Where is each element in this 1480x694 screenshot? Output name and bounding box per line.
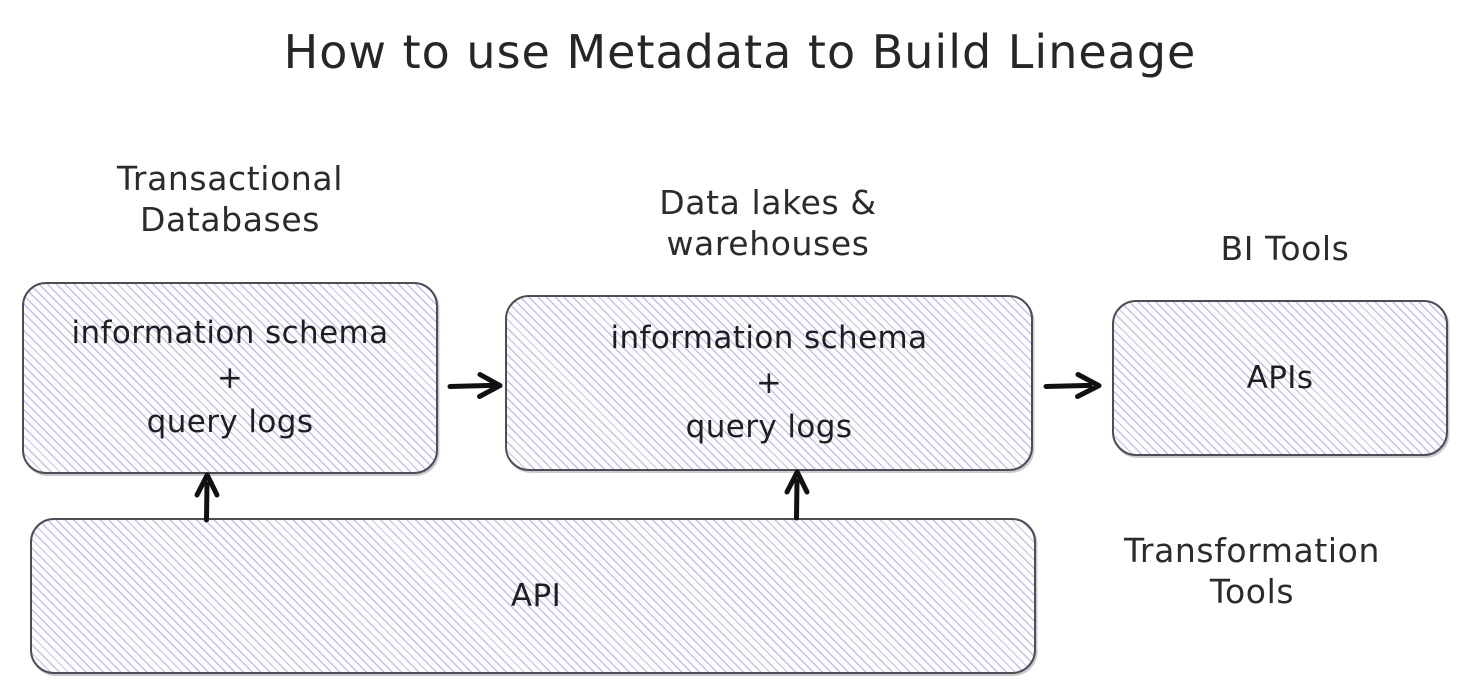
arrow-lake-to-bi xyxy=(1043,366,1110,406)
arrow-db-to-lake xyxy=(447,366,510,406)
node-transactional-databases[interactable] xyxy=(22,282,438,474)
page-title: How to use Metadata to Build Lineage xyxy=(283,25,1197,79)
node-bi-tools[interactable] xyxy=(1112,300,1448,456)
arrow-transform-to-db xyxy=(186,470,228,524)
group-label-transformation-tools: Transformation Tools xyxy=(1124,531,1380,612)
group-label-transactional-databases: Transactional Databases xyxy=(117,159,343,240)
group-label-data-lakes-warehouses: Data lakes & warehouses xyxy=(659,183,877,264)
node-data-lakes-warehouses[interactable] xyxy=(505,295,1033,471)
node-transformation-tools[interactable] xyxy=(30,518,1036,674)
group-label-bi-tools: BI Tools xyxy=(1220,229,1350,268)
arrow-transform-to-lake xyxy=(776,466,818,522)
